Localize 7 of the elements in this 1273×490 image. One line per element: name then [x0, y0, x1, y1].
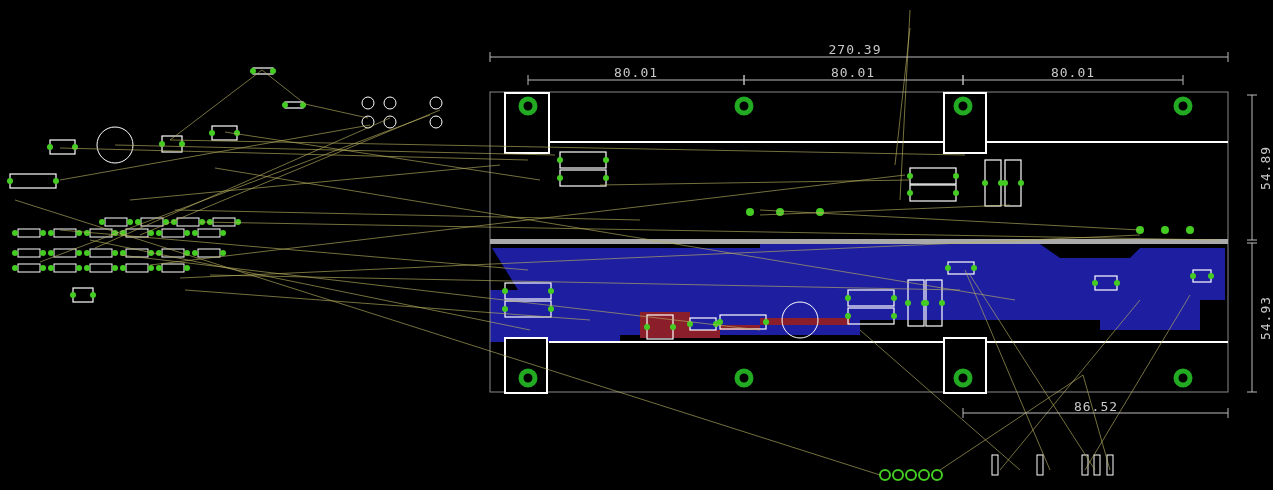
- dimension-value: 80.01: [830, 66, 876, 80]
- dimension-value: 54.89: [1259, 145, 1273, 191]
- dimension-value: 86.52: [1073, 400, 1119, 414]
- dimension-value: 80.01: [613, 66, 659, 80]
- dimension-value: 54.93: [1259, 295, 1273, 341]
- dimension-value: 80.01: [1050, 66, 1096, 80]
- dimension-value: 270.39: [828, 43, 882, 57]
